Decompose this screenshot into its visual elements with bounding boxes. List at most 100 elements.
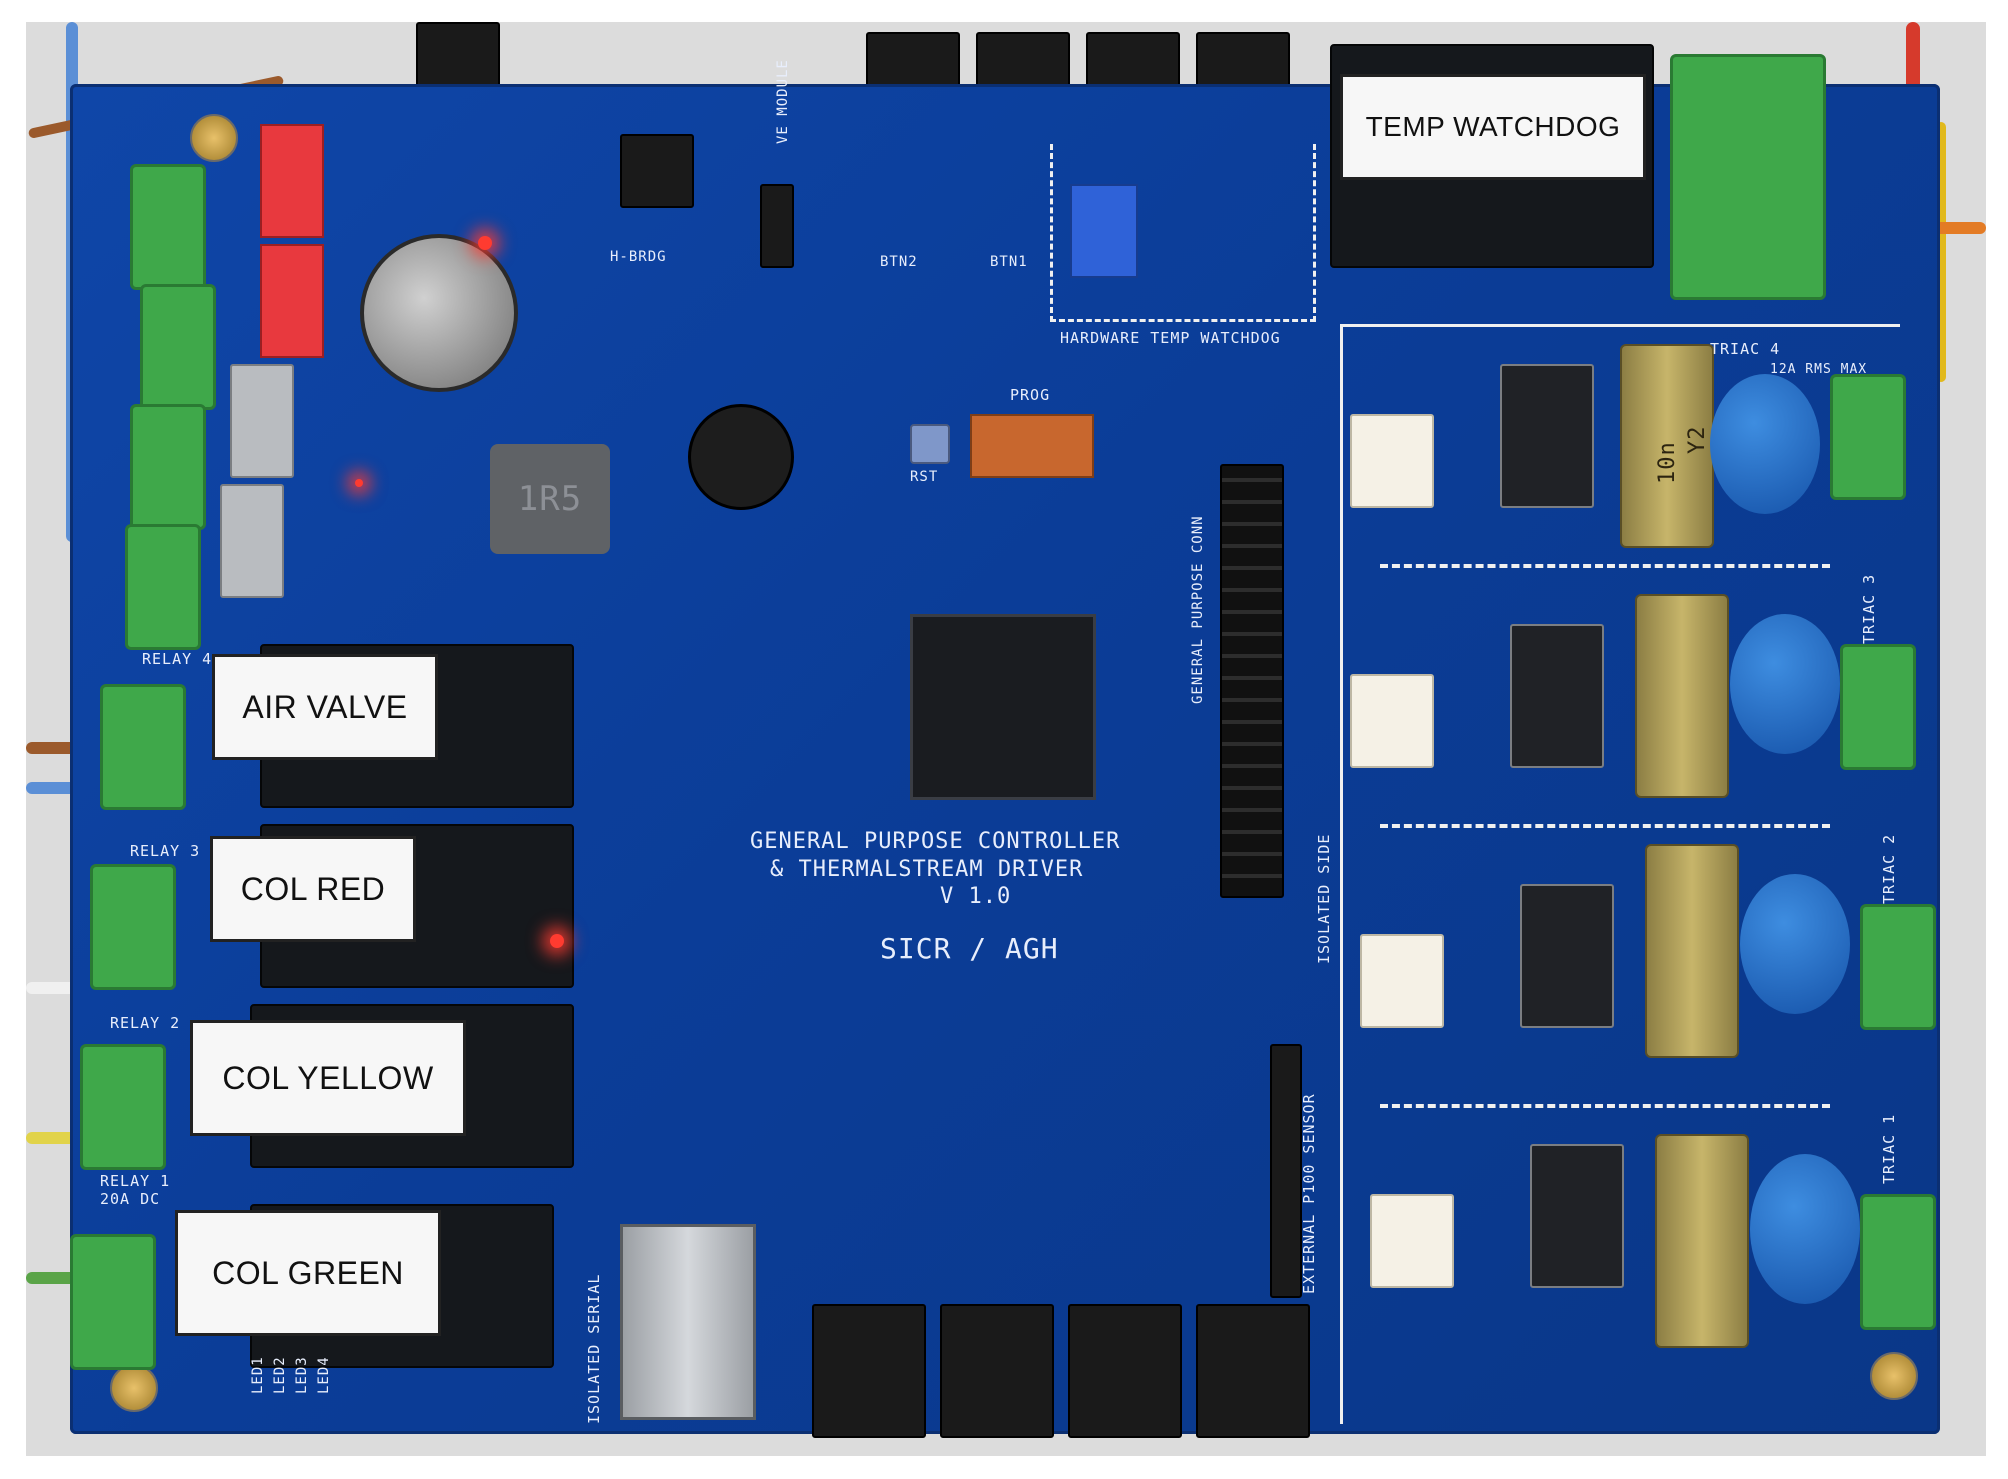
- general-purpose-header: [1220, 464, 1284, 898]
- terminal-triac4: [1830, 374, 1906, 500]
- y2-capacitor-3: [1635, 594, 1729, 798]
- triac3-label: TRIAC 3: [1860, 573, 1878, 644]
- optocoupler-2: [1360, 934, 1444, 1028]
- board-org: SICR / AGH: [880, 932, 1059, 965]
- prog-label: PROG: [1010, 386, 1051, 404]
- buzzer: [688, 404, 794, 510]
- optocoupler-1: [1370, 1194, 1454, 1288]
- bottom-connector-3: [1068, 1304, 1182, 1438]
- cap-value-marking: 10n: [1655, 441, 1680, 484]
- prog-header: [970, 414, 1094, 478]
- bottom-connector-2: [940, 1304, 1054, 1438]
- triac-heatsink-1: [1530, 1144, 1624, 1288]
- ve-module-label: VE MODULE: [775, 59, 791, 144]
- y2-capacitor-2: [1645, 844, 1739, 1058]
- pcb-board: 1R5 H-BRDG VE MODULE BTN2 BTN1 HARDWARE …: [70, 44, 1940, 1438]
- potentiometer: [1070, 184, 1138, 278]
- temp-watchdog-label: TEMP WATCHDOG: [1340, 74, 1646, 180]
- terminal-relay4: [100, 684, 186, 810]
- relay4-label: RELAY 4: [142, 650, 213, 668]
- triac-heatsink-4: [1500, 364, 1594, 508]
- terminal-block-top-1: [130, 164, 206, 290]
- led2-label: LED2: [272, 1356, 288, 1394]
- y2-capacitor-4: [1620, 344, 1714, 548]
- triac-heatsink-3: [1510, 624, 1604, 768]
- watchdog-dashed-box: [1050, 144, 1316, 322]
- relay3-label: RELAY 3: [130, 842, 201, 860]
- led1-label: LED1: [250, 1356, 266, 1394]
- terminal-triac2: [1860, 904, 1936, 1030]
- triac4-label: TRIAC 4: [1710, 340, 1781, 358]
- blue-cap-1: [1750, 1154, 1860, 1304]
- inductor-marking: 1R5: [517, 479, 583, 519]
- relay-led-red: [550, 934, 564, 948]
- terminal-relay2: [80, 1044, 166, 1170]
- col-yellow-label: COL YELLOW: [190, 1020, 466, 1136]
- power-inductor: 1R5: [490, 444, 610, 554]
- triac-divider-1: [1380, 564, 1830, 568]
- hbridge-label: H-BRDG: [610, 249, 667, 265]
- reset-button[interactable]: [910, 424, 950, 464]
- y2-capacitor-1: [1655, 1134, 1749, 1348]
- blue-cap-2: [1740, 874, 1850, 1014]
- terminal-block-top-3: [130, 404, 206, 530]
- sensor-header: [1270, 1044, 1302, 1298]
- col-red-label: COL RED: [210, 836, 416, 942]
- blue-cap-3: [1730, 614, 1840, 754]
- optocoupler-3: [1350, 674, 1434, 768]
- cap-class-marking: Y2: [1685, 425, 1710, 455]
- hardware-watchdog-label: HARDWARE TEMP WATCHDOG: [1060, 329, 1281, 347]
- triac-rating: 12A RMS MAX: [1770, 362, 1868, 377]
- board-title-line1: GENERAL PURPOSE CONTROLLER: [750, 829, 1121, 854]
- bottom-connector-1: [812, 1304, 926, 1438]
- mosfet-heatsink-2: [260, 244, 324, 358]
- triac2-label: TRIAC 2: [1880, 833, 1898, 904]
- microcontroller-chip: [910, 614, 1096, 800]
- hbridge-connector: [620, 134, 694, 208]
- relay2-label: RELAY 2: [110, 1014, 181, 1032]
- isolated-boundary-top: [1340, 324, 1900, 327]
- btn2-label: BTN2: [880, 254, 918, 270]
- board-version: V 1.0: [940, 884, 1012, 909]
- isolated-side-label: ISOLATED SIDE: [1315, 833, 1333, 964]
- triac1-label: TRIAC 1: [1880, 1113, 1898, 1184]
- btn1-label: BTN1: [990, 254, 1028, 270]
- mount-screw-top-left: [190, 114, 238, 162]
- power-led: [478, 236, 492, 250]
- gp-conn-label: GENERAL PURPOSE CONN: [1190, 515, 1206, 704]
- ve-module-connector: [760, 184, 794, 268]
- status-led-small: [355, 479, 363, 487]
- mount-screw-bottom-right: [1870, 1352, 1918, 1400]
- electrolytic-capacitor: [360, 234, 518, 392]
- led3-label: LED3: [294, 1356, 310, 1394]
- terminal-relay1: [70, 1234, 156, 1370]
- rst-label: RST: [910, 469, 939, 485]
- relay1-rating: 20A DC: [100, 1190, 161, 1208]
- isolated-serial-label: ISOLATED SERIAL: [585, 1273, 603, 1424]
- optocoupler-4: [1350, 414, 1434, 508]
- mosfet-heatsink-1: [260, 124, 324, 238]
- terminal-block-top-right: [1670, 54, 1826, 300]
- mount-screw-bottom-left: [110, 1364, 158, 1412]
- col-green-label: COL GREEN: [175, 1210, 441, 1336]
- wire-yellow: [1936, 122, 1946, 382]
- terminal-block-top-2: [140, 284, 216, 410]
- triac-divider-3: [1380, 1104, 1830, 1108]
- isolated-boundary: [1340, 324, 1343, 1424]
- external-sensor-label: EXTERNAL P100 SENSOR: [1300, 1093, 1318, 1294]
- blue-cap-4: [1710, 374, 1820, 514]
- mosfet-heatsink-4: [220, 484, 284, 598]
- terminal-block-top-4: [125, 524, 201, 650]
- terminal-relay3: [90, 864, 176, 990]
- air-valve-label: AIR VALVE: [212, 654, 438, 760]
- board-title-line2: & THERMALSTREAM DRIVER: [770, 857, 1084, 882]
- triac-heatsink-2: [1520, 884, 1614, 1028]
- terminal-triac3: [1840, 644, 1916, 770]
- mosfet-heatsink-3: [230, 364, 294, 478]
- led4-label: LED4: [316, 1356, 332, 1394]
- terminal-triac1: [1860, 1194, 1936, 1330]
- relay1-label: RELAY 1: [100, 1172, 171, 1190]
- usb-connector: [620, 1224, 756, 1420]
- bottom-connector-4: [1196, 1304, 1310, 1438]
- triac-divider-2: [1380, 824, 1830, 828]
